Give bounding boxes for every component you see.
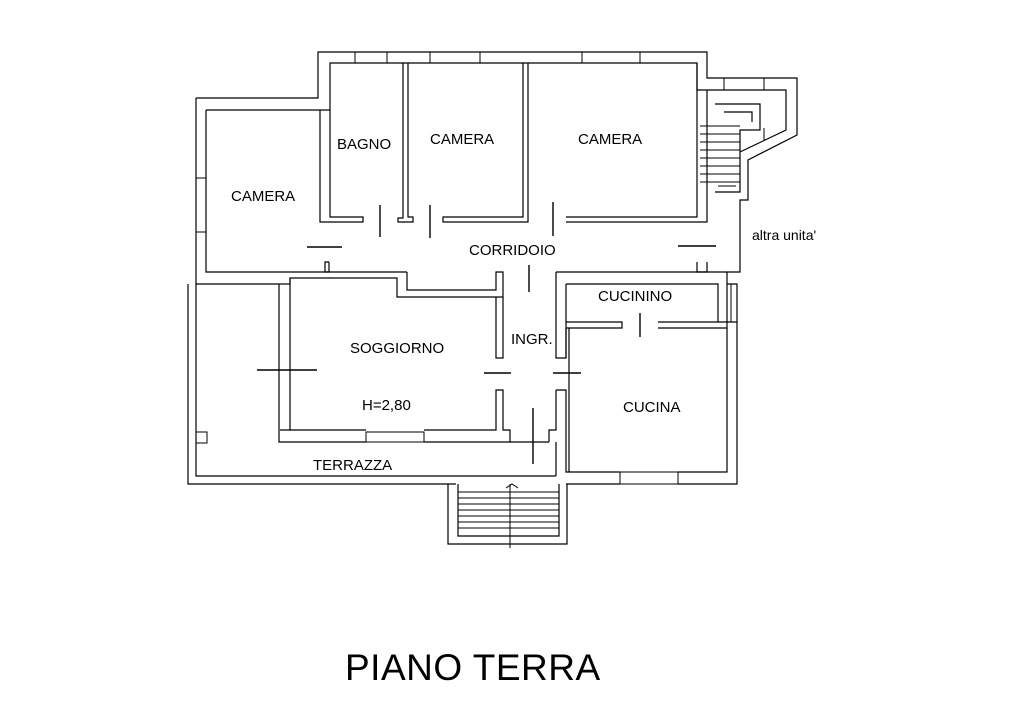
drawing-title: PIANO TERRA bbox=[345, 647, 601, 688]
bedroom-walls bbox=[319, 63, 708, 273]
corridor-walls bbox=[278, 271, 738, 443]
label-corridoio: CORRIDOIO bbox=[469, 242, 556, 259]
label-altra-unita: altra unita' bbox=[752, 227, 816, 243]
label-cucinino: CUCININO bbox=[598, 288, 672, 305]
top-windows bbox=[195, 51, 765, 233]
label-terrazza: TERRAZZA bbox=[313, 457, 392, 474]
label-cucina: CUCINA bbox=[623, 399, 681, 416]
label-camera-mid: CAMERA bbox=[430, 131, 494, 148]
terrace bbox=[187, 284, 620, 485]
label-bagno: BAGNO bbox=[337, 136, 391, 153]
label-soggiorno: SOGGIORNO bbox=[350, 340, 444, 357]
entry-stairs bbox=[447, 483, 568, 548]
label-height: H=2,80 bbox=[362, 397, 411, 414]
label-camera-right: CAMERA bbox=[578, 131, 642, 148]
label-ingresso: INGR. bbox=[511, 331, 553, 348]
door-marks bbox=[307, 202, 716, 464]
kitchen-walls bbox=[568, 322, 738, 485]
living-walls bbox=[280, 306, 569, 473]
label-camera-left: CAMERA bbox=[231, 188, 295, 205]
side-stairs bbox=[700, 103, 765, 193]
